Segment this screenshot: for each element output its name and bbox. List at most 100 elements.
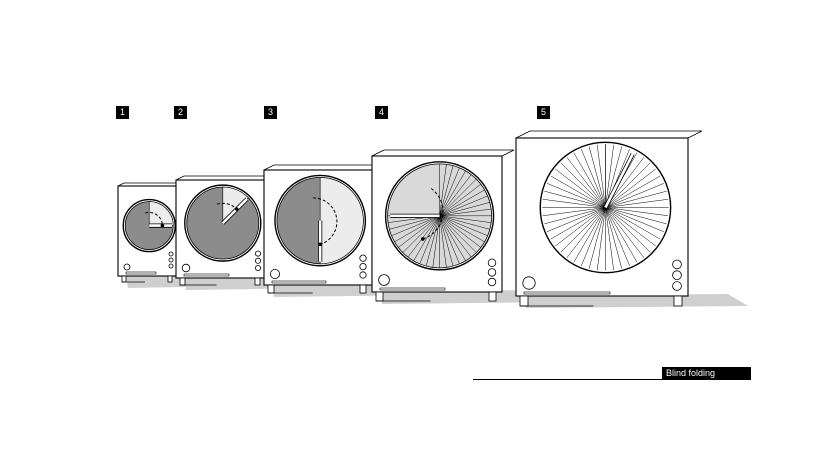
fan-line xyxy=(605,199,669,208)
fan-line xyxy=(439,215,492,223)
drawer-slot xyxy=(379,287,446,291)
dial-icon xyxy=(123,263,131,271)
fan-line xyxy=(605,207,614,271)
control-knob xyxy=(168,257,174,263)
fan-line xyxy=(596,144,606,208)
control-knob xyxy=(254,257,261,264)
device-step-5 xyxy=(515,130,703,307)
fan-line xyxy=(550,175,606,208)
blade xyxy=(221,198,248,225)
folded-sector xyxy=(148,201,174,226)
fan-line xyxy=(581,207,606,267)
disc-rim xyxy=(184,184,262,262)
step-badge-4: 4 xyxy=(375,106,388,119)
ground-shadow xyxy=(524,294,748,308)
fan-line xyxy=(560,162,606,208)
arrow-head xyxy=(318,242,322,247)
fan-line xyxy=(439,215,447,268)
foot-right xyxy=(167,275,173,283)
fan-line xyxy=(439,215,472,258)
fan-line xyxy=(413,215,440,261)
dial-icon xyxy=(378,274,390,286)
fan-line xyxy=(394,215,440,243)
foot-left xyxy=(121,275,127,283)
cabinet-top xyxy=(371,149,515,157)
fan-line xyxy=(605,168,656,208)
fan-line xyxy=(439,215,460,264)
fan-line xyxy=(566,157,606,208)
step-badge-5: 5 xyxy=(537,106,550,119)
fan-line xyxy=(398,215,440,248)
disc-rim xyxy=(122,198,176,253)
fan-line xyxy=(425,215,440,267)
fan-line xyxy=(439,215,485,243)
step-badge-2: 2 xyxy=(174,106,187,119)
foot-right xyxy=(673,295,683,307)
fan-line xyxy=(605,207,656,247)
control-knob xyxy=(359,262,367,271)
control-knob xyxy=(254,250,261,257)
foot-right xyxy=(254,277,261,286)
fan-line xyxy=(439,183,482,217)
fan-line xyxy=(605,190,667,208)
cabinet-top xyxy=(515,130,703,139)
device-step-2 xyxy=(175,175,275,286)
foot-left xyxy=(375,291,384,302)
foot-right xyxy=(488,291,497,302)
fan-line xyxy=(605,146,623,208)
fan-line xyxy=(555,168,606,208)
fan-line xyxy=(439,178,477,217)
fan-line xyxy=(605,207,651,253)
disc-rim xyxy=(384,161,495,271)
control-knob xyxy=(359,254,367,262)
fan-line xyxy=(544,190,606,208)
fan-line xyxy=(439,167,460,216)
fan-line xyxy=(439,164,447,216)
fan-line xyxy=(439,208,492,217)
fan-line xyxy=(542,207,606,217)
fan-line xyxy=(566,207,606,258)
fan-line xyxy=(550,207,606,240)
device-step-3 xyxy=(263,164,383,294)
device-step-4 xyxy=(371,149,515,302)
fan-line xyxy=(439,189,485,217)
fan-line xyxy=(581,149,606,208)
arrow-head xyxy=(160,223,165,228)
dial-icon xyxy=(181,263,191,273)
fan-line xyxy=(605,144,614,208)
device-step-1 xyxy=(117,182,185,283)
rotation-arrow xyxy=(145,211,163,226)
arrow-head xyxy=(235,207,239,211)
fan-line xyxy=(439,202,490,217)
fan-line xyxy=(546,183,606,208)
fan-line xyxy=(588,146,606,208)
control-knob xyxy=(254,264,261,271)
fan-line xyxy=(419,215,440,264)
fan-line xyxy=(542,199,606,208)
fan-line xyxy=(605,207,638,263)
fan-line xyxy=(605,207,645,258)
fan-line xyxy=(439,215,466,261)
fan-line xyxy=(605,183,664,208)
fan-line xyxy=(573,207,606,263)
drawer-slot xyxy=(523,291,611,295)
control-knob xyxy=(672,259,682,270)
fan-line xyxy=(439,215,490,230)
fan-line xyxy=(605,175,661,208)
control-knob xyxy=(487,277,497,287)
dial-icon xyxy=(522,276,536,290)
fan-line xyxy=(605,207,623,269)
fan-line xyxy=(605,207,669,217)
fan-line xyxy=(546,207,606,232)
drawer-slot xyxy=(271,280,327,284)
fan-line xyxy=(605,162,651,208)
folded-sector xyxy=(319,177,364,265)
fan-line xyxy=(439,174,472,216)
control-knob xyxy=(487,268,497,277)
cabinet-top xyxy=(263,164,383,171)
fan-line xyxy=(573,152,606,208)
control-knob xyxy=(672,281,682,291)
fan-line xyxy=(439,215,454,267)
fan-line xyxy=(407,215,440,258)
